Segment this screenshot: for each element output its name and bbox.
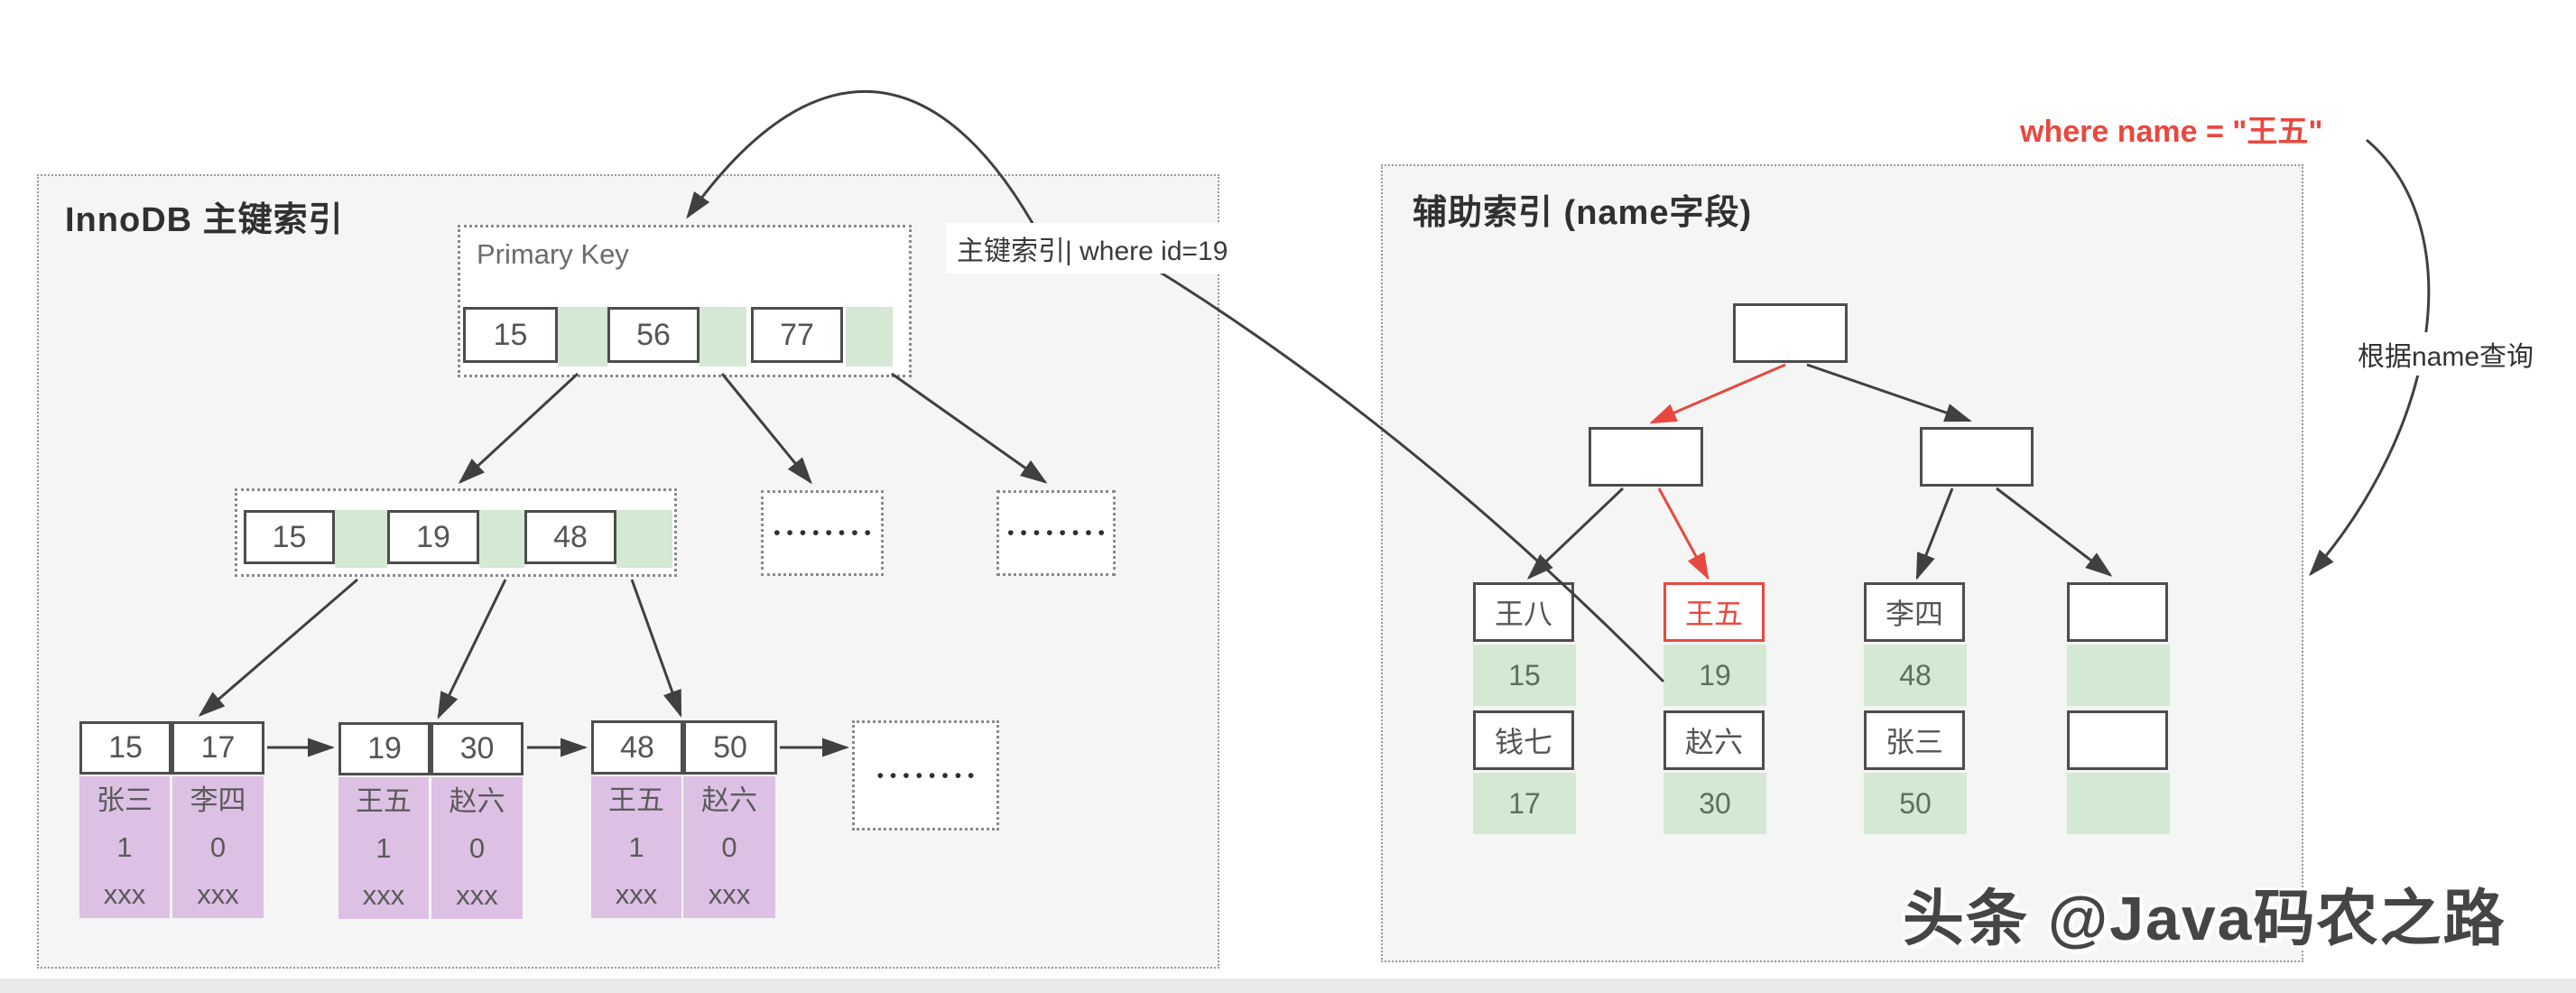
- bottom-strip: [0, 979, 2576, 993]
- sec-leaf-name: [2067, 582, 2168, 642]
- sec-leaf-id: [2067, 645, 2170, 706]
- record-extra: xxx: [362, 879, 405, 912]
- pk-lookup-label: 主键索引| where id=19: [946, 223, 1239, 274]
- sec-leaf-id: [2067, 773, 2170, 834]
- ellipsis-dots: ••••••••: [876, 765, 981, 786]
- record-extra: xxx: [708, 878, 751, 911]
- pk-leaf-key: 19: [338, 722, 431, 775]
- name-query-label: 根据name查询: [2354, 332, 2538, 376]
- record-flag: 1: [628, 831, 644, 863]
- record-name: 赵六: [449, 784, 505, 817]
- sec-leaf-name-highlight: 王五: [1663, 582, 1765, 642]
- sec-child-right-node: [1920, 427, 2034, 487]
- pk-root-key: 15: [463, 307, 558, 363]
- pk-leaf-record: 赵六 0 xxx: [431, 777, 523, 919]
- pk-leaf-record: 赵六 0 xxx: [683, 776, 775, 918]
- pk-internal-ellipsis-node: ••••••••: [761, 490, 884, 576]
- sec-leaf-name: 李四: [1864, 582, 1965, 642]
- primary-index-title: InnoDB 主键索引: [65, 201, 344, 239]
- pk-internal-ellipsis-node: ••••••••: [996, 490, 1116, 576]
- sec-leaf-name: 王八: [1473, 582, 1574, 642]
- pk-root-pointer: [558, 307, 607, 367]
- pk-internal-pointer: [335, 510, 387, 568]
- record-name: 王五: [608, 784, 664, 816]
- pk-leaf-key: 30: [431, 722, 524, 775]
- sec-leaf-id: 17: [1473, 773, 1576, 834]
- record-name: 王五: [356, 784, 412, 817]
- pk-internal-key: 48: [524, 510, 616, 564]
- sec-leaf-id: 48: [1864, 645, 1967, 706]
- where-name-label: where name = "王五": [2020, 115, 2323, 149]
- sec-leaf-name: 赵六: [1663, 710, 1765, 770]
- pk-root-pointer: [846, 307, 893, 367]
- pk-root-key: 56: [607, 307, 700, 363]
- record-flag: 1: [375, 831, 392, 864]
- secondary-index-title: 辅助索引 (name字段): [1413, 194, 1753, 232]
- pk-leaf-record: 张三 1 xxx: [79, 776, 170, 918]
- pk-leaf-record: 李四 0 xxx: [172, 776, 264, 918]
- record-extra: xxx: [615, 878, 658, 911]
- pk-leaf-key: 48: [591, 720, 683, 775]
- pk-leaf-record: 王五 1 xxx: [338, 777, 429, 919]
- ellipsis-dots: ••••••••: [1007, 523, 1111, 543]
- sec-leaf-id: 15: [1473, 645, 1576, 706]
- record-extra: xxx: [103, 878, 146, 911]
- record-extra: xxx: [456, 879, 498, 912]
- secondary-index-panel: [1381, 164, 2303, 962]
- record-flag: 0: [209, 831, 227, 863]
- pk-root-node: Primary Key 15 56 77: [458, 225, 912, 377]
- ellipsis-dots: ••••••••: [774, 523, 877, 543]
- record-flag: 1: [116, 831, 133, 863]
- sec-leaf-name: 张三: [1864, 710, 1965, 770]
- sec-leaf-name: 钱七: [1473, 710, 1574, 770]
- sec-leaf-name: [2067, 710, 2168, 770]
- pk-leaf-key: 50: [683, 720, 777, 775]
- pk-internal-pointer: [616, 510, 672, 568]
- sec-leaf-id: 50: [1864, 773, 1967, 834]
- pk-root-label: Primary Key: [477, 238, 629, 270]
- pk-internal-node: 15 19 48: [235, 488, 677, 577]
- watermark: 头条 @Java码农之路: [1903, 885, 2507, 953]
- pk-leaf-key: 15: [79, 721, 171, 775]
- record-flag: 0: [721, 831, 737, 863]
- record-name: 李四: [190, 784, 246, 816]
- sec-child-left-node: [1589, 427, 1703, 487]
- pk-leaf-record: 王五 1 xxx: [591, 776, 681, 918]
- sec-root-node: [1733, 303, 1848, 363]
- record-extra: xxx: [197, 878, 239, 911]
- sec-leaf-id: 30: [1663, 773, 1766, 834]
- pk-root-pointer: [700, 307, 746, 367]
- pk-internal-key: 19: [387, 510, 479, 564]
- pk-internal-key: 15: [244, 510, 335, 564]
- pk-internal-pointer: [479, 510, 524, 568]
- pk-leaf-ellipsis-node: ••••••••: [852, 720, 999, 831]
- pk-leaf-key: 17: [171, 721, 264, 775]
- record-flag: 0: [468, 831, 486, 864]
- sec-leaf-id: 19: [1663, 645, 1766, 706]
- record-name: 张三: [97, 784, 153, 816]
- record-name: 赵六: [701, 784, 757, 816]
- pk-root-key: 77: [751, 307, 843, 363]
